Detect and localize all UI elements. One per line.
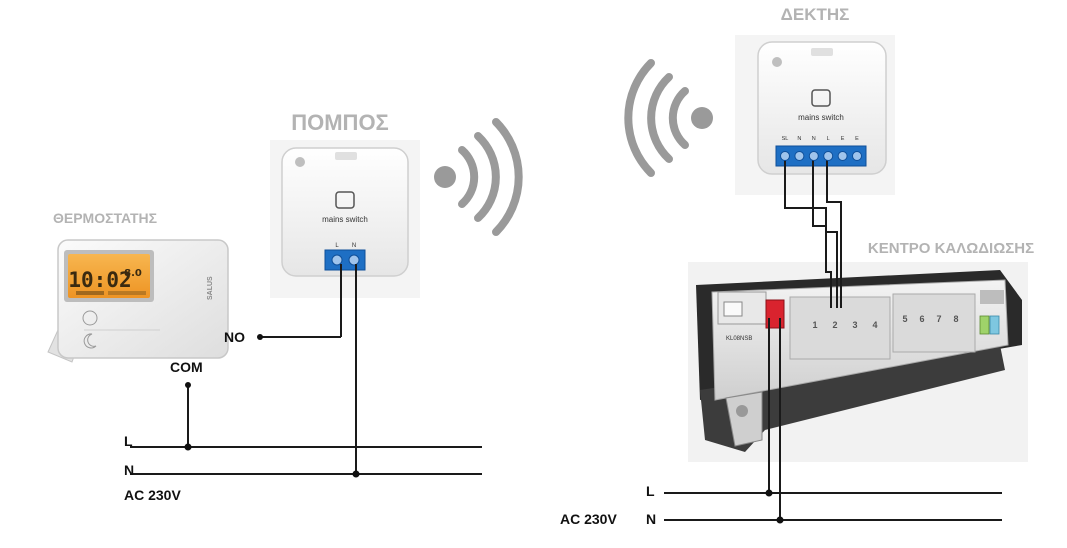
right-voltage-label: AC 230V [560,511,617,527]
mains-switch-logo-icon-2 [811,89,831,107]
thermostat-time: 10:02 [68,268,131,292]
wiring-center-zone-label: 8 [953,314,958,324]
thermostat-lcd [68,254,150,298]
left-n-label: N [124,462,134,478]
no-label: NO [224,329,245,345]
receiver-terminal-label: N [797,136,801,142]
right-l-label: L [646,483,655,499]
wiring-center-zone-label: 5 [902,314,907,324]
right-n-label: N [646,511,656,527]
transmitter-signal-icon [434,118,523,236]
right-circuit: L N AC 230V [560,156,1002,527]
thermostat-temp: 8.0 [124,268,142,279]
transmitter-terminal-l: L [335,243,339,249]
receiver-terminal-screw [794,151,805,161]
thermostat-device: 10:02 8.0 SALUS [47,239,229,363]
wiring-center-label: ΚΕΝΤΡΟ ΚΑΛΩΔΙΩΣΗΣ [868,240,1034,257]
wiring-center-zone-label: 4 [872,320,877,330]
transmitter-device: mains switch L N [270,140,420,298]
receiver-terminal-screw [780,151,790,161]
receiver-terminal-screw [808,151,819,161]
thermostat-label: ΘΕΡΜΟΣΤΑΤΗΣ [53,210,157,226]
receiver-terminal-label: E [841,136,845,142]
receiver-terminal-label: L [827,136,830,142]
left-l-label: L [124,433,133,449]
com-label: COM [170,359,203,375]
receiver-terminal-label: E [855,136,859,142]
receiver-terminal-label: SL [782,136,789,142]
receiver-signal-icon [624,59,713,177]
transmitter-label: ΠΟΜΠΟΣ [291,110,389,135]
wiring-center-model: KL08NSB [726,336,752,342]
receiver-label: ΔΕΚΤΗΣ [781,5,850,24]
receiver-terminal-block [775,145,867,167]
left-voltage-label: AC 230V [124,487,181,503]
receiver-terminal-screw [823,151,834,161]
mains-switch-logo-icon [335,191,355,209]
left-circuit: NO COM L N AC 230V [124,264,482,503]
receiver-device: mains switch [735,35,895,195]
receiver-sl-wire [784,156,838,308]
receiver-led [772,57,782,67]
wiring-center-zone-label: 2 [832,320,837,330]
transmitter-terminal-n: N [352,243,356,249]
thermostat-brand: SALUS [207,276,214,300]
receiver-terminal-screw [837,151,848,161]
wiring-center-zone-label: 6 [919,314,924,324]
receiver-terminal-label: N [812,136,816,142]
transmitter-brand: mains switch [322,215,368,224]
receiver-l-wire [826,156,842,308]
moon-icon [83,333,97,349]
receiver-n-wire [812,156,832,308]
wiring-center-zone-label: 7 [936,314,941,324]
receiver-brand: mains switch [798,113,844,122]
transmitter-led [295,157,305,167]
sun-icon [82,310,98,326]
wiring-center-device: KL08NSB 1 2 3 4 5 6 7 8 [688,262,1028,462]
wiring-center-zone-label: 3 [852,320,857,330]
wiring-center-zone-label: 1 [812,320,817,330]
receiver-terminal-screw [852,151,862,161]
